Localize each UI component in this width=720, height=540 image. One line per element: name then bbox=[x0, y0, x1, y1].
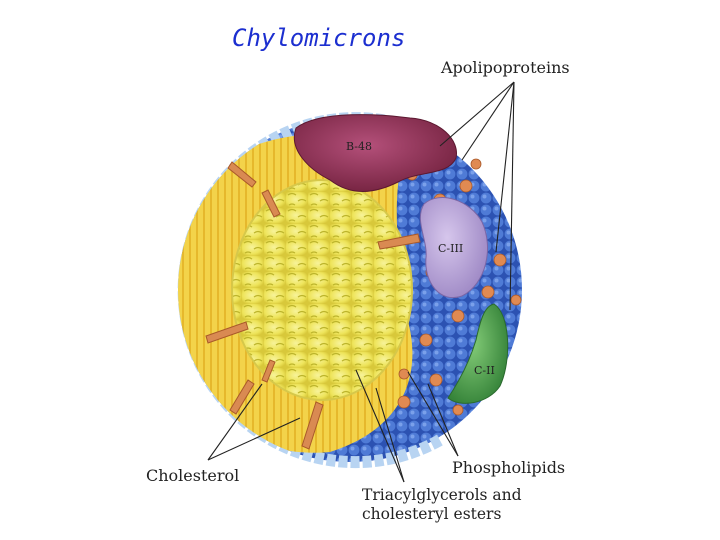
c3-label: C-III bbox=[438, 242, 463, 255]
apoprotein-b48: B-48 bbox=[293, 114, 457, 193]
triacylglycerols-label: Triacylglycerols and cholesteryl esters bbox=[362, 486, 522, 524]
phospholipids-label: Phospholipids bbox=[452, 458, 566, 477]
leader-lines bbox=[207, 81, 515, 483]
apoprotein-c3: C-III bbox=[419, 197, 489, 299]
lipid-core bbox=[231, 179, 413, 401]
c2-label: C-II bbox=[474, 364, 495, 377]
triacylglycerols-line1: Triacylglycerols and bbox=[362, 486, 522, 504]
triacylglycerols-line2: cholesteryl esters bbox=[362, 505, 502, 523]
b48-label: B-48 bbox=[346, 140, 372, 153]
cholesterol-molecules bbox=[205, 161, 421, 450]
apoprotein-c2: C-II bbox=[447, 303, 509, 404]
apolipoproteins-label: Apolipoproteins bbox=[441, 58, 570, 77]
page-title: Chylomicrons bbox=[232, 24, 406, 52]
cholesterol-label: Cholesterol bbox=[146, 466, 240, 485]
